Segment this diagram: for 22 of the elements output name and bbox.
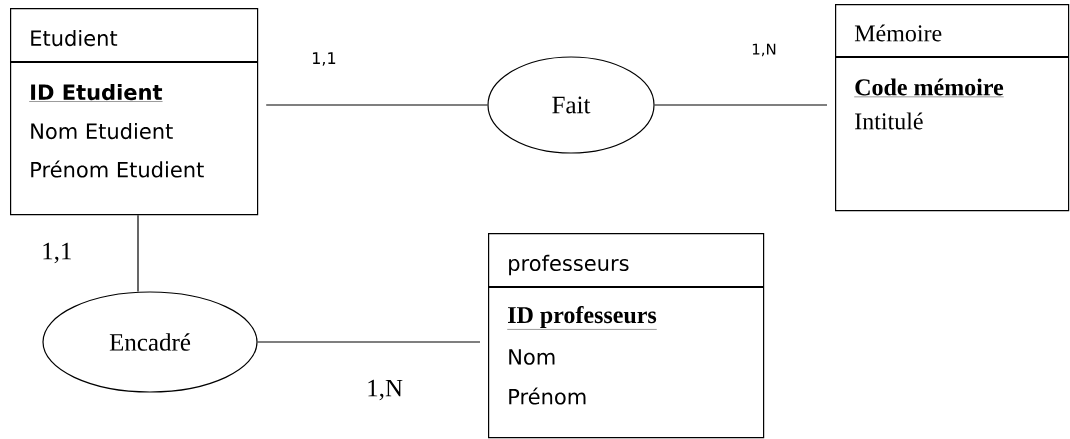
- attribute-text: Nom Etudient: [31, 122, 173, 140]
- attribute-text: Prénom: [509, 387, 586, 405]
- connector-line: [265, 104, 488, 106]
- attribute-text: Nom: [509, 349, 555, 365]
- cardinality-label: 1,N: [752, 43, 776, 57]
- key-attribute: ID professeurs: [507, 306, 657, 330]
- connector-line: [257, 341, 481, 343]
- entity-name: Etudient: [31, 29, 118, 47]
- key-attribute: Code mémoire: [854, 78, 1004, 98]
- key-attribute: ID Etudient: [29, 83, 163, 102]
- entity-box: [834, 4, 1070, 212]
- entity-name: Mémoire: [854, 24, 942, 42]
- attribute-text: Prénom Etudient: [31, 160, 204, 178]
- entity-name: professeurs: [509, 254, 629, 276]
- connector-line: [137, 214, 139, 292]
- entity-box: [9, 8, 259, 216]
- cardinality-label: 1,1: [43, 242, 71, 264]
- connector-line: [654, 104, 828, 106]
- cardinality-label: 1,N: [368, 379, 403, 401]
- entity-box: [487, 233, 765, 439]
- cardinality-label: 1,1: [312, 52, 336, 66]
- attribute-text: Intitulé: [855, 112, 923, 130]
